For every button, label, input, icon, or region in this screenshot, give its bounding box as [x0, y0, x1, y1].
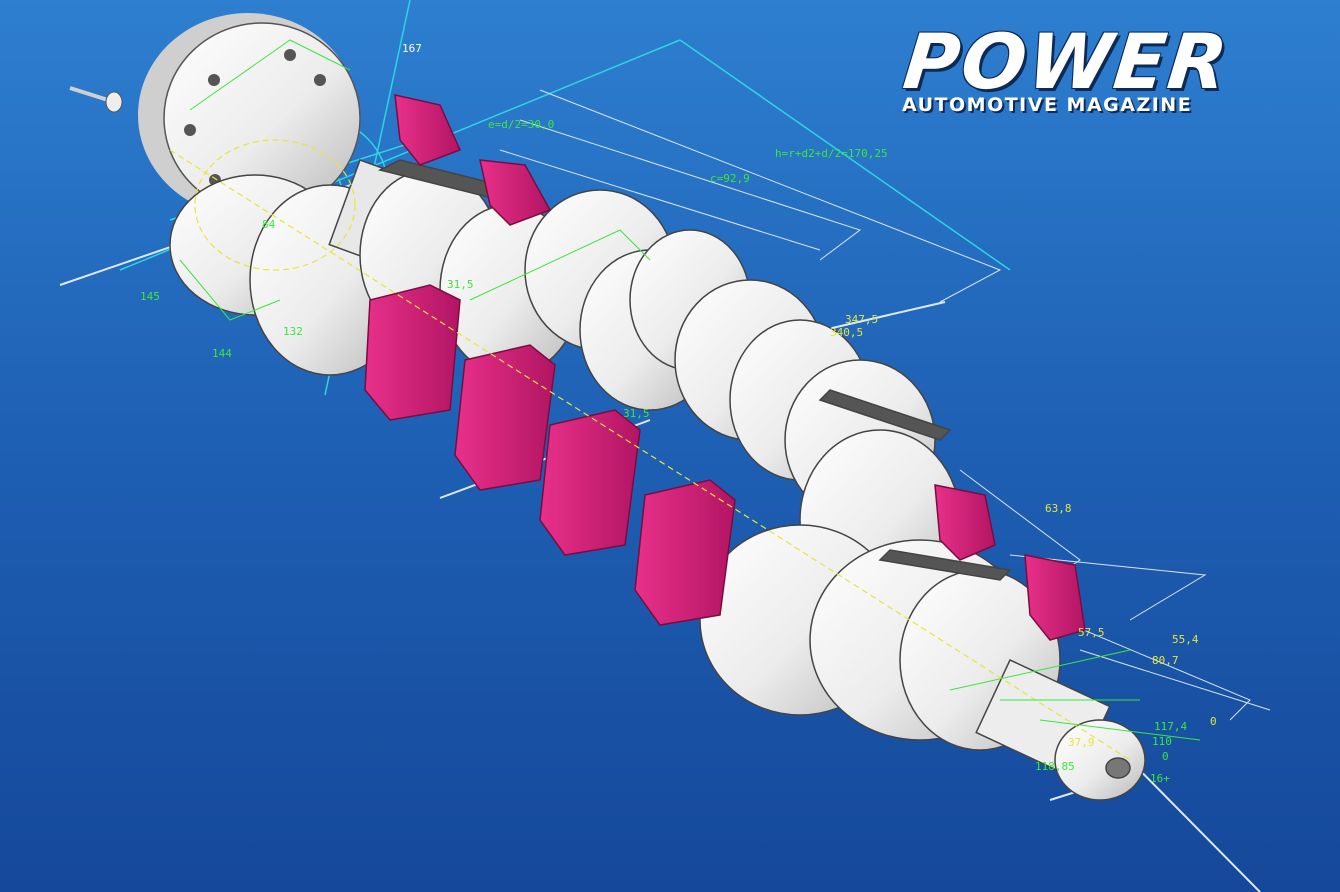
dim-31-5-upper: 31,5: [447, 278, 474, 291]
dim-132: 132: [283, 325, 303, 338]
dim-167: 167: [402, 42, 422, 55]
yellow-centerline: [169, 139, 1131, 761]
dim-16: 16+: [1150, 772, 1170, 785]
dim-80-7: 80,7: [1152, 654, 1179, 667]
dim-eq-h: h=r+d2+d/2=170,25: [775, 147, 888, 160]
dim-117-4: 117,4: [1154, 720, 1187, 733]
dimension-labels: 167 e=d/2=30,0 h=r+d2+d/2=170,25 c=92,9 …: [140, 42, 1217, 785]
dim-c: c=92,9: [710, 172, 750, 185]
dim-84: 84: [262, 218, 276, 231]
dim-57-5: 57,5: [1078, 626, 1105, 639]
crankshaft-body: [169, 159, 1146, 801]
logo-title: POWER: [899, 17, 1234, 106]
dim-144: 144: [212, 347, 232, 360]
dim-31-5-lower: 31,5: [623, 407, 650, 420]
dim-eq-e: e=d/2=30,0: [488, 118, 554, 131]
dim-347-5: 347,5: [845, 313, 878, 326]
counterweights: [364, 94, 1086, 641]
flywheel-flange: [138, 13, 361, 217]
dim-37-9: 37,9: [1068, 736, 1095, 749]
dim-118-85: 118,85: [1035, 760, 1075, 773]
dim-55-4: 55,4: [1172, 633, 1199, 646]
dim-110: 110: [1152, 735, 1172, 748]
dim-145: 145: [140, 290, 160, 303]
dim-63-8: 63,8: [1045, 502, 1072, 515]
logo-subtitle: AUTOMOTIVE MAGAZINE: [902, 94, 1193, 116]
green-dimension-lines: [179, 39, 1201, 741]
power-magazine-logo: POWER AUTOMOTIVE MAGAZINE: [896, 17, 1306, 122]
dim-0-lower: 0: [1162, 750, 1169, 763]
dim-0-right: 0: [1210, 715, 1217, 728]
bolt-icon: [69, 86, 123, 113]
dim-340-5: 340,5: [830, 326, 863, 339]
